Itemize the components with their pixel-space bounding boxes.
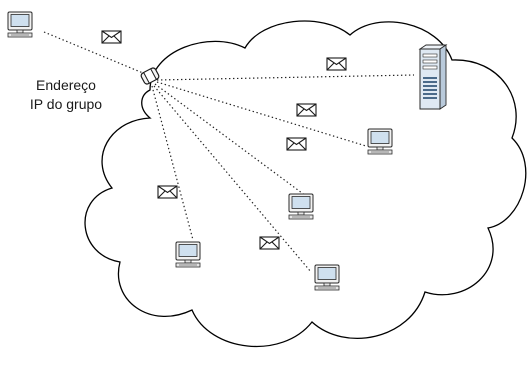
link-router-pc-a <box>156 81 367 147</box>
envelope-icon <box>259 236 280 250</box>
envelope-icon <box>101 30 122 44</box>
link-router-pc-b <box>154 83 307 197</box>
group-label-line1: Endereço <box>36 77 96 93</box>
link-router-pc-d <box>153 85 312 273</box>
router-icon[interactable] <box>140 67 160 85</box>
server-icon[interactable] <box>418 44 448 110</box>
envelope-icon <box>296 103 317 117</box>
receiver-computer-icon-d[interactable] <box>314 264 340 291</box>
envelope-icon <box>286 137 307 151</box>
receiver-computer-icon-b[interactable] <box>288 193 314 220</box>
sender-computer-icon[interactable] <box>7 11 33 38</box>
envelope-icon <box>326 57 347 71</box>
link-router-pc-c <box>151 85 194 241</box>
link-sender-router <box>43 31 144 74</box>
group-address-label: Endereço IP do grupo <box>18 76 114 114</box>
link-router-server <box>156 74 415 81</box>
receiver-computer-icon-c[interactable] <box>175 241 201 268</box>
envelope-icon <box>157 185 178 199</box>
group-label-line2: IP do grupo <box>29 96 103 112</box>
receiver-computer-icon-a[interactable] <box>367 128 393 155</box>
multicast-links <box>43 31 415 273</box>
